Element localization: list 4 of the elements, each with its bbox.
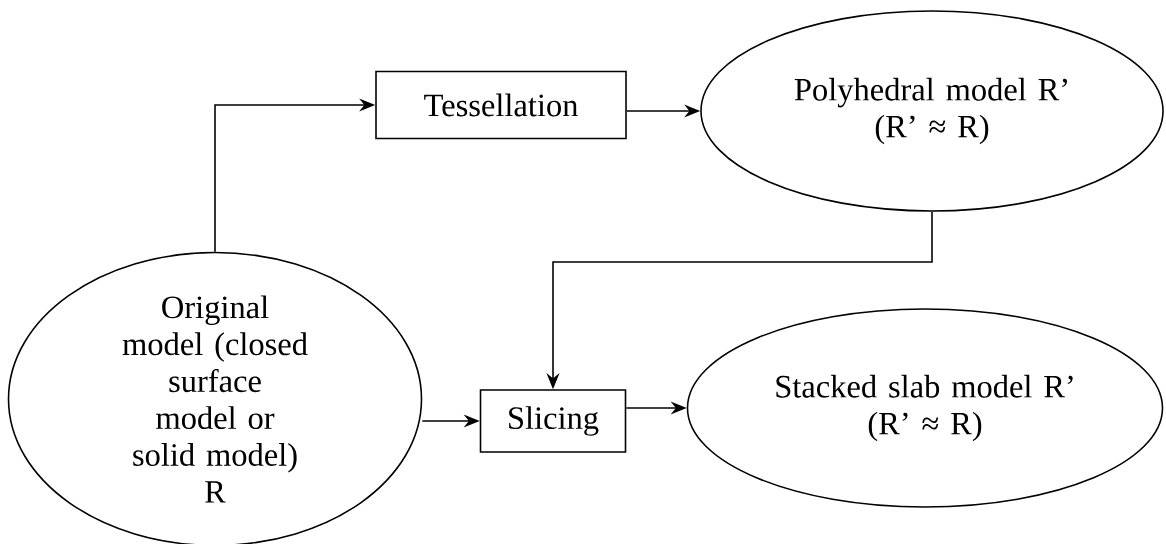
process-box: Tessellation [375,70,627,140]
process-box: Slicing [479,389,627,453]
ellipse-node: Stacked slab model R’ (R’ ≈ R) [686,308,1164,508]
ellipse-node: Polyhedral model R’ (R’ ≈ R) [700,10,1164,212]
